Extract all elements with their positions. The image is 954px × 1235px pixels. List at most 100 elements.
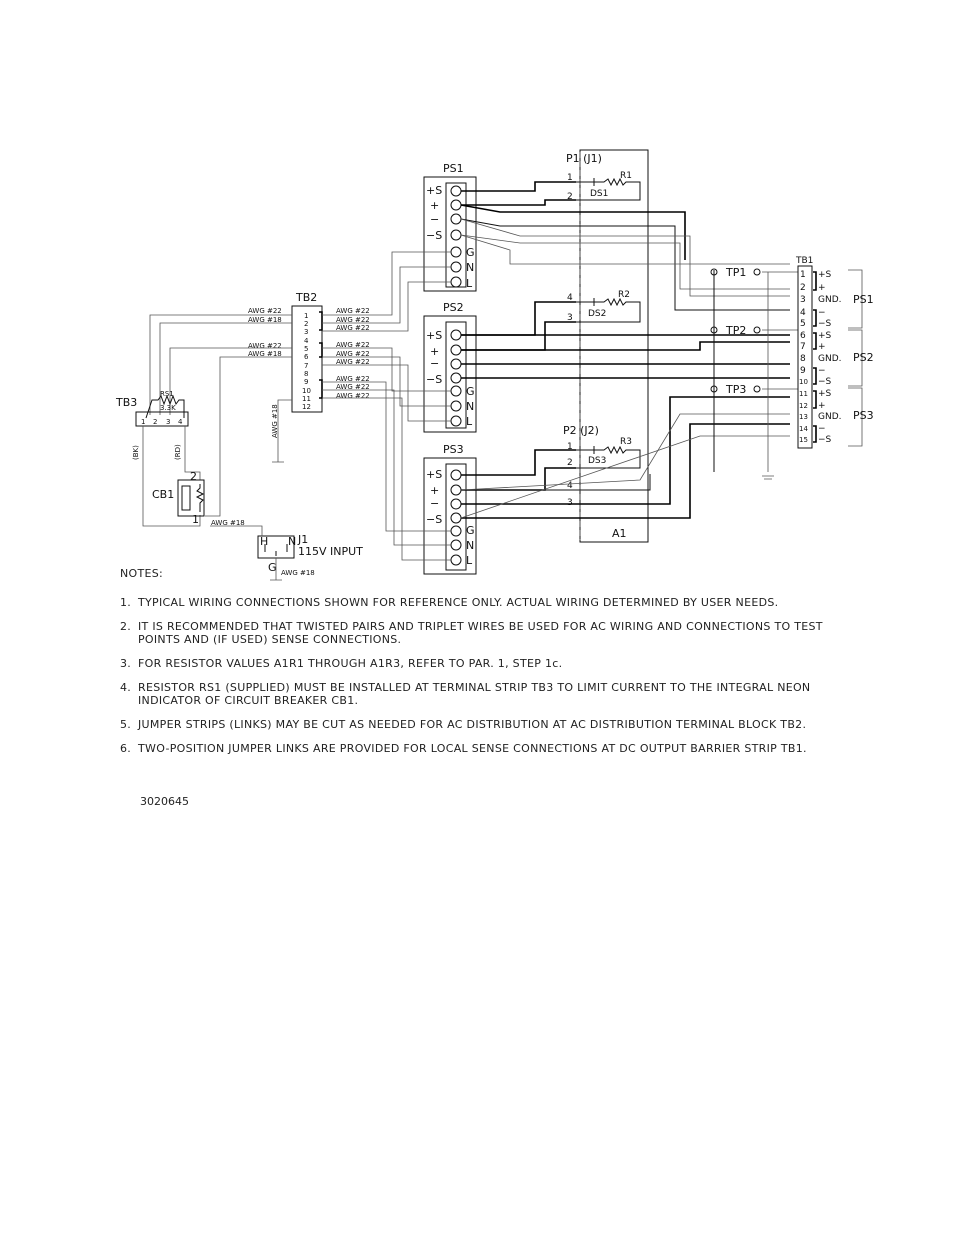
j1-title: J1 <box>297 533 308 546</box>
notes-section: NOTES: 1.TYPICAL WIRING CONNECTIONS SHOW… <box>120 567 860 766</box>
tb1-s8: GND. <box>818 354 842 364</box>
r2-label: R2 <box>618 290 630 300</box>
rs1-value: 3.3K <box>160 404 176 412</box>
tb3-title: TB3 <box>115 396 137 409</box>
tb1-n9: 9 <box>800 366 806 376</box>
tb2-n1: 1 <box>304 312 308 320</box>
note-text: FOR RESISTOR VALUES A1R1 THROUGH A1R3, R… <box>138 657 563 670</box>
tb1-group-ps3: PS3 <box>853 409 874 422</box>
awg-l3: AWG #22 <box>248 342 282 350</box>
note-text: TWO-POSITION JUMPER LINKS ARE PROVIDED F… <box>138 742 807 755</box>
p1-pin-2: 2 <box>567 192 573 202</box>
notes-heading: NOTES: <box>120 567 164 580</box>
tb1-n8: 8 <box>800 354 806 364</box>
a1-label: A1 <box>612 527 627 540</box>
j1-input-label: 115V INPUT <box>298 545 363 558</box>
awg-j1: AWG #18 <box>281 569 315 577</box>
tb1-s3: GND. <box>818 295 842 305</box>
ps1-t2: + <box>430 199 439 212</box>
tb1-s12: + <box>818 401 826 411</box>
tb2-n12: 12 <box>302 403 311 411</box>
cb1-breaker: CB1 2 1 <box>152 470 205 526</box>
note-text: IT IS RECOMMENDED THAT TWISTED PAIRS AND… <box>138 620 823 646</box>
ps2-t6: N <box>466 400 474 413</box>
tb2-block: TB2 1 2 3 4 5 6 7 8 9 10 11 12 AWG #22 A… <box>149 251 451 561</box>
tb2-n2: 2 <box>304 320 308 328</box>
r1-label: R1 <box>620 171 632 181</box>
ps1-t7: L <box>466 277 473 290</box>
rs1-label: RS1 <box>160 390 174 398</box>
tb3-p4: 4 <box>178 418 183 426</box>
p2-pin-4: 4 <box>567 481 573 491</box>
note-text: TYPICAL WIRING CONNECTIONS SHOWN FOR REF… <box>138 596 779 609</box>
tb1-signals: +S + GND. − −S +S + GND. − −S +S + GND. … <box>818 270 842 445</box>
note-item: 6.TWO-POSITION JUMPER LINKS ARE PROVIDED… <box>120 742 807 755</box>
led-resistor-group-1: R1 DS1 <box>576 171 641 201</box>
ps1-t6: N <box>466 261 474 274</box>
ps3-t3: − <box>430 497 439 510</box>
tb1-n4: 4 <box>800 308 806 318</box>
p2-pin-2: 2 <box>567 458 573 468</box>
tb3-bk: (BK) <box>132 445 140 460</box>
tb3-rd: (RD) <box>174 444 182 460</box>
document-id: 3020645 <box>140 795 189 808</box>
note-item: 2.IT IS RECOMMENDED THAT TWISTED PAIRS A… <box>120 620 860 646</box>
ps2-t3: − <box>430 357 439 370</box>
awg-l6: AWG #18 <box>211 519 245 527</box>
tb2-n9: 9 <box>304 378 308 386</box>
tb1-n2: 2 <box>800 283 806 293</box>
ps3-t4: −S <box>426 513 442 526</box>
note-text: JUMPER STRIPS (LINKS) MAY BE CUT AS NEED… <box>138 718 807 731</box>
j1-g: G <box>268 561 277 574</box>
tb1-numbers: 1 2 3 4 5 6 7 8 9 10 11 12 13 14 15 <box>799 270 808 444</box>
ps1-t5: G <box>466 246 475 259</box>
awg-r5: AWG #22 <box>336 350 370 358</box>
ds1-label: DS1 <box>590 189 608 199</box>
ps3-t6: N <box>466 539 474 552</box>
tb2-title: TB2 <box>295 291 317 304</box>
ds3-label: DS3 <box>588 456 606 466</box>
tb1-n5: 5 <box>800 319 806 329</box>
ps2-t1: +S <box>426 329 442 342</box>
awg-r9: AWG #22 <box>336 392 370 400</box>
ps1-title: PS1 <box>443 162 464 175</box>
tb1-n15: 15 <box>799 436 808 444</box>
awg-r7: AWG #22 <box>336 375 370 383</box>
awg-r3: AWG #22 <box>336 324 370 332</box>
tb1-n6: 6 <box>800 331 806 341</box>
tb2-n11: 11 <box>302 395 311 403</box>
tb1-s11: +S <box>818 389 832 399</box>
tb1-s2: + <box>818 283 826 293</box>
cb1-pin1: 1 <box>192 513 199 526</box>
tb1-s15: −S <box>818 435 832 445</box>
awg-r2: AWG #22 <box>336 316 370 324</box>
awg-r1: AWG #22 <box>336 307 370 315</box>
tb1-s1: +S <box>818 270 832 280</box>
tb3-p2: 2 <box>153 418 157 426</box>
tb1-n1: 1 <box>800 270 806 280</box>
ps3-t1: +S <box>426 468 442 481</box>
tb1-n7: 7 <box>800 342 806 352</box>
ds2-label: DS2 <box>588 309 606 319</box>
note-item: 4.RESISTOR RS1 (SUPPLIED) MUST BE INSTAL… <box>120 681 860 707</box>
tb3-p1: 1 <box>141 418 145 426</box>
awg-l1: AWG #22 <box>248 307 282 315</box>
tb1-title: TB1 <box>795 256 813 266</box>
tp2-label: TP2 <box>725 324 746 337</box>
p1-pin-3: 3 <box>567 313 573 323</box>
ps2-title: PS2 <box>443 301 464 314</box>
awg-l2: AWG #18 <box>248 316 282 324</box>
tb3-p3: 3 <box>166 418 170 426</box>
tb1-group-ps2: PS2 <box>853 351 874 364</box>
r3-label: R3 <box>620 437 632 447</box>
awg-r8: AWG #22 <box>336 383 370 391</box>
note-text: RESISTOR RS1 (SUPPLIED) MUST BE INSTALLE… <box>138 681 811 707</box>
ps2-t4: −S <box>426 373 442 386</box>
tb1-n11: 11 <box>799 390 808 398</box>
awg-r6: AWG #22 <box>336 358 370 366</box>
tb1-n3: 3 <box>800 295 806 305</box>
tb1-s7: + <box>818 342 826 352</box>
j1-n: N <box>288 535 296 548</box>
ps1-t3: − <box>430 213 439 226</box>
